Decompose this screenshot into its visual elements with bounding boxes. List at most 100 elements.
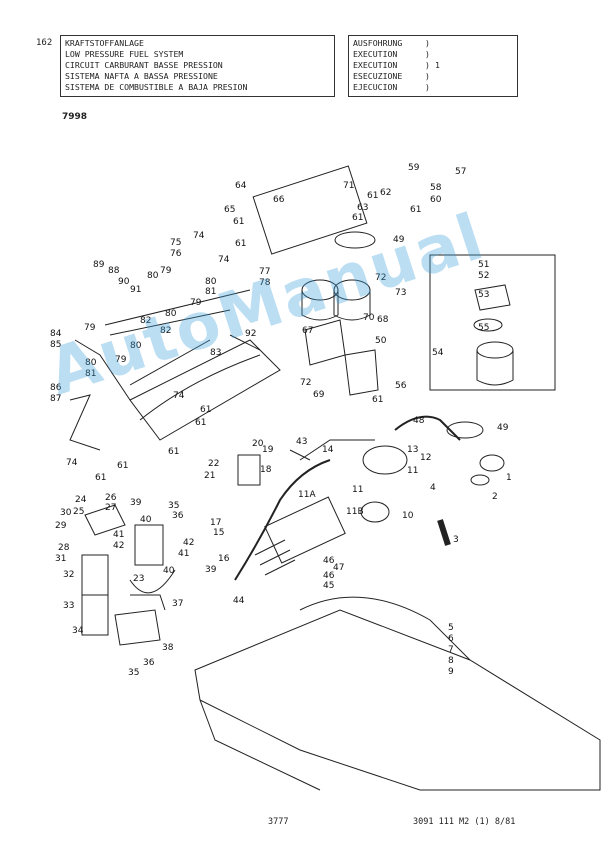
callout-label: 79 (160, 266, 172, 276)
callout-label: 86 (50, 383, 62, 393)
callout-label: 1 (506, 473, 512, 483)
detail-filter-body (476, 350, 514, 386)
callout-label: 11B (346, 507, 364, 517)
callout-label: 74 (173, 391, 185, 401)
callout-label: 12 (420, 453, 431, 463)
callout-label: 65 (224, 205, 235, 215)
callout-label: 29 (55, 521, 67, 531)
execution-row: AUSFOHRUNG ) (353, 38, 513, 49)
callout-label: 43 (296, 437, 307, 447)
footer-left: 3777 (268, 817, 289, 827)
filter-canister-left (301, 279, 339, 301)
callout-label: 74 (218, 255, 230, 265)
rod-92 (229, 334, 261, 351)
callout-label: 46 (323, 571, 335, 581)
callout-label: 52 (478, 271, 489, 281)
callout-label: 41 (178, 549, 189, 559)
callout-label: 72 (300, 378, 311, 388)
detail-box-outline (429, 254, 556, 391)
callout-label: 69 (313, 390, 325, 400)
callout-label: 61 (168, 447, 179, 457)
callout-label: 39 (130, 498, 142, 508)
execution-row: EXECUTION ) (353, 49, 513, 60)
bracket-38 (114, 609, 161, 646)
callout-label: 5 (448, 623, 454, 633)
callout-label: 58 (430, 183, 442, 193)
execution-row: EXECUTION ) 1 (353, 60, 513, 71)
callout-label: 82 (160, 326, 171, 336)
callout-label: 79 (84, 323, 96, 333)
engine-block-lower (199, 699, 321, 791)
callout-label: 9 (448, 667, 454, 677)
filter-canister-left-body (301, 290, 339, 321)
callout-label: 72 (375, 273, 386, 283)
callout-label: 35 (128, 668, 139, 678)
callout-label: 61 (117, 461, 128, 471)
callout-label: 80 (85, 358, 97, 368)
callout-label: 79 (190, 298, 202, 308)
callout-label: 67 (302, 326, 313, 336)
callout-label: 50 (375, 336, 387, 346)
callout-label: 61 (352, 213, 363, 223)
execution-label: EXECUTION (353, 49, 398, 59)
callout-label: 89 (93, 260, 105, 270)
callout-label: 74 (193, 231, 205, 241)
callout-label: 3 (453, 535, 459, 545)
callout-label: 25 (73, 507, 84, 517)
callout-label: 61 (195, 418, 206, 428)
execution-label: EXECUTION (353, 60, 398, 70)
fuel-line-44 (234, 459, 331, 581)
filter-bowl-33 (81, 594, 109, 636)
callout-label: 61 (372, 395, 383, 405)
bracket-67 (304, 319, 346, 366)
callout-label: 73 (395, 288, 406, 298)
execution-paren: ) (425, 60, 430, 70)
callout-label: 11 (407, 466, 418, 476)
detail-head-53 (474, 284, 511, 311)
callout-label: 28 (58, 543, 70, 553)
callout-label: 36 (172, 511, 184, 521)
bracket-37 (130, 594, 166, 611)
execution-row: EJECUCION ) (353, 82, 513, 93)
execution-label: EJECUCION (353, 82, 398, 92)
diagram-canvas: 59 57 64 71 58 62 61 60 66 65 63 61 61 6… (50, 163, 601, 791)
callout-label: 2 (492, 492, 498, 502)
callout-label: 40 (163, 566, 175, 576)
title-line-it: SISTEMA NAFTA A BASSA PRESSIONE (65, 71, 218, 81)
callout-label: 80 (147, 271, 159, 281)
hose-3 (437, 519, 451, 546)
ring-2 (470, 474, 490, 486)
callout-label: 33 (63, 601, 74, 611)
callout-labels: 59 57 64 71 58 62 61 60 66 65 63 61 61 6… (50, 163, 512, 678)
callout-label: 80 (205, 277, 217, 287)
execution-paren: ) (425, 49, 430, 59)
callout-label: 82 (140, 316, 151, 326)
callout-label: 20 (252, 439, 264, 449)
callout-label: 88 (108, 266, 120, 276)
callout-label: 77 (259, 267, 270, 277)
callout-label: 37 (172, 599, 183, 609)
callout-label: 36 (143, 658, 155, 668)
callout-label: 21 (204, 471, 215, 481)
callout-label: 63 (357, 203, 368, 213)
callout-label: 14 (322, 445, 334, 455)
cylinder-head-detail (139, 354, 261, 421)
callout-label: 30 (60, 508, 72, 518)
engine-block-outline (194, 609, 601, 791)
injection-pump-body (264, 496, 346, 564)
callout-label: 80 (165, 309, 177, 319)
separator-50 (344, 349, 379, 396)
fuel-line-86 (69, 394, 101, 451)
callout-label: 38 (162, 643, 174, 653)
callout-label: 90 (118, 277, 130, 287)
callout-label: 7 (448, 645, 454, 655)
callout-label: 4 (430, 483, 436, 493)
document-code: 7998 (62, 112, 88, 122)
execution-row: ESECUZIONE ) (353, 71, 513, 82)
fuel-line-84 (74, 339, 131, 401)
callout-label: 87 (50, 394, 61, 404)
callout-label: 51 (478, 260, 489, 270)
callout-label: 68 (377, 315, 389, 325)
callout-label: 16 (218, 554, 230, 564)
callout-label: 46 (323, 556, 335, 566)
